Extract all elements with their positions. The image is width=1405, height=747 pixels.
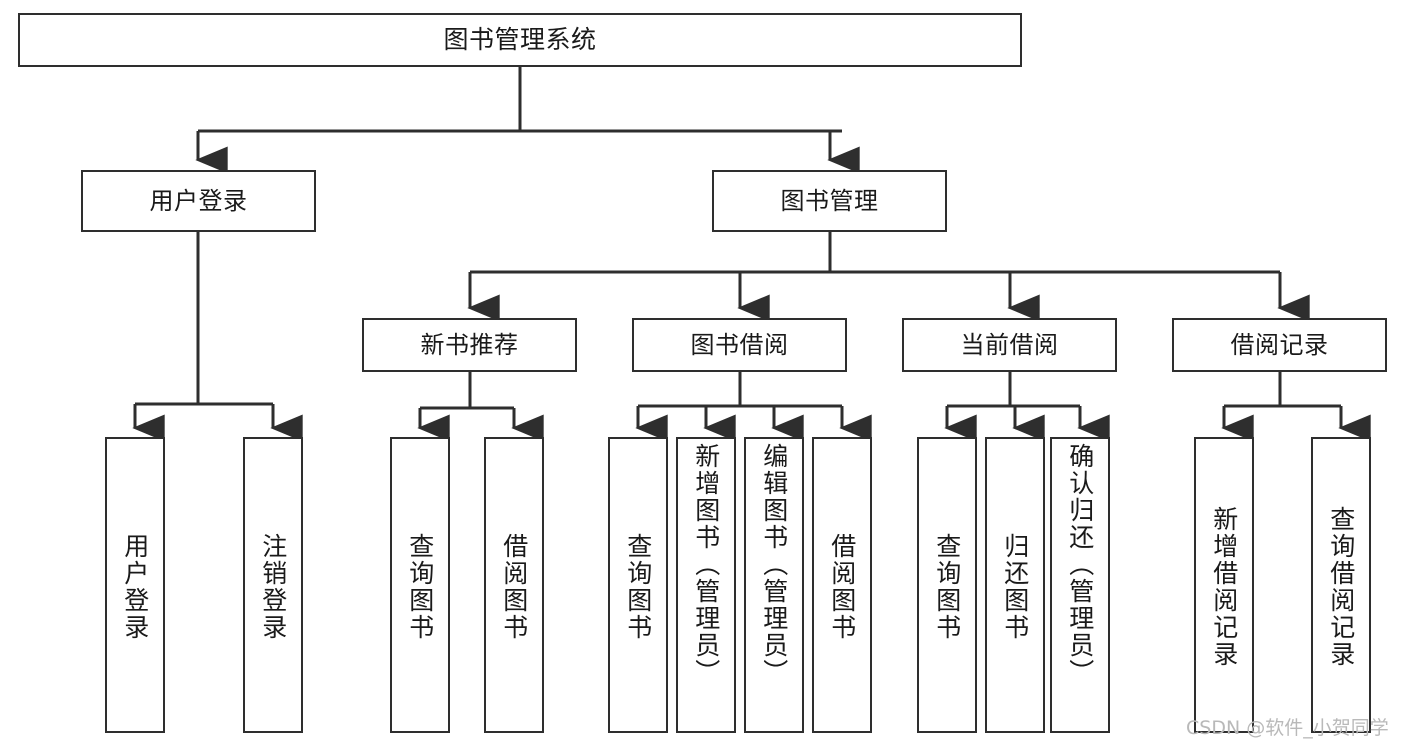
leaf-add-record-label: 新增借阅记录 [1209,506,1239,668]
leaf-add-book-label: 新增图书（管理员） [691,443,721,686]
node-root[interactable]: 图书管理系统 [18,13,1022,67]
node-new-book-rec-label: 新书推荐 [420,330,519,359]
leaf-borrow-book-1-label: 借阅图书 [499,533,529,641]
leaf-confirm-return-label: 确认归还（管理员） [1065,443,1095,686]
node-user-login-label: 用户登录 [149,186,248,215]
leaf-query-record-label: 查询借阅记录 [1326,506,1356,668]
csdn-watermark: CSDN @软件_小贺同学 [1186,717,1389,739]
leaf-logout[interactable]: 注销登录 [243,437,303,733]
leaf-query-book-2-label: 查询图书 [623,533,653,641]
node-current-borrow[interactable]: 当前借阅 [902,318,1117,372]
node-borrow-record[interactable]: 借阅记录 [1172,318,1387,372]
leaf-query-record[interactable]: 查询借阅记录 [1311,437,1371,733]
leaf-query-book-3[interactable]: 查询图书 [917,437,977,733]
leaf-user-login[interactable]: 用户登录 [105,437,165,733]
leaf-return-book[interactable]: 归还图书 [985,437,1045,733]
leaf-add-record[interactable]: 新增借阅记录 [1194,437,1254,733]
leaf-query-book-3-label: 查询图书 [932,533,962,641]
node-book-borrow-label: 图书借阅 [690,330,789,359]
leaf-query-book-1[interactable]: 查询图书 [390,437,450,733]
leaf-edit-book-label: 编辑图书（管理员） [759,443,789,686]
node-new-book-rec[interactable]: 新书推荐 [362,318,577,372]
leaf-query-book-1-label: 查询图书 [405,533,435,641]
node-book-borrow[interactable]: 图书借阅 [632,318,847,372]
leaf-borrow-book-2-label: 借阅图书 [827,533,857,641]
leaf-edit-book[interactable]: 编辑图书（管理员） [744,437,804,733]
node-borrow-record-label: 借阅记录 [1230,330,1329,359]
node-current-borrow-label: 当前借阅 [960,330,1059,359]
leaf-logout-label: 注销登录 [258,533,288,641]
leaf-add-book[interactable]: 新增图书（管理员） [676,437,736,733]
leaf-return-book-label: 归还图书 [1000,533,1030,641]
leaf-user-login-label: 用户登录 [120,533,150,641]
leaf-confirm-return[interactable]: 确认归还（管理员） [1050,437,1110,733]
node-root-label: 图书管理系统 [443,25,597,55]
node-book-manage[interactable]: 图书管理 [712,170,947,232]
node-book-manage-label: 图书管理 [780,186,879,215]
leaf-query-book-2[interactable]: 查询图书 [608,437,668,733]
leaf-borrow-book-2[interactable]: 借阅图书 [812,437,872,733]
node-user-login[interactable]: 用户登录 [81,170,316,232]
leaf-borrow-book-1[interactable]: 借阅图书 [484,437,544,733]
